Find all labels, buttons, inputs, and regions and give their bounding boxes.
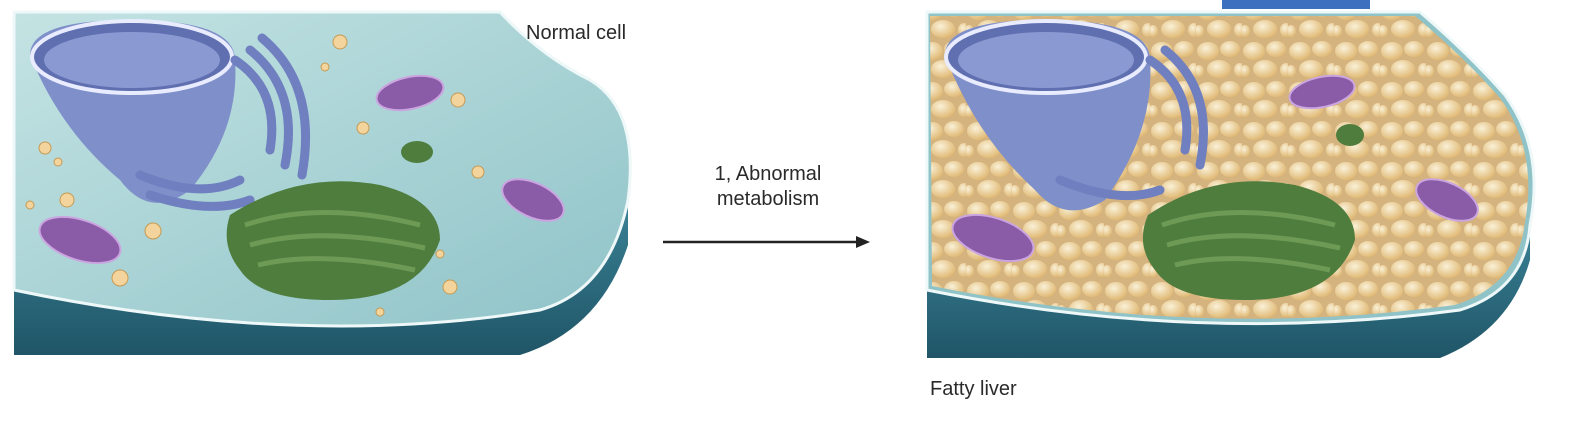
process-label-line1: 1, Abnormal	[714, 163, 822, 185]
normal-cell-illustration	[12, 10, 632, 355]
fatty-golgi	[1142, 124, 1364, 300]
normal-mitochondria	[38, 74, 565, 265]
normal-cell-label: Normal cell	[526, 22, 627, 44]
normal-golgi	[226, 141, 440, 300]
fatty-liver-label: Fatty liver	[930, 378, 1017, 400]
fatty-cell-floor	[927, 225, 1530, 358]
normal-nucleus	[30, 19, 236, 203]
process-label: 1, Abnormal metabolism	[668, 162, 868, 212]
corner-highlight-box	[1222, 0, 1370, 9]
right-arrow-icon	[663, 236, 870, 248]
fatty-nucleus	[944, 19, 1151, 211]
fatty-cell-illustration	[925, 10, 1536, 358]
process-label-line2: metabolism	[716, 188, 820, 210]
normal-vesicles	[25, 34, 485, 317]
fatty-mitochondria	[951, 74, 1479, 263]
fatty-er	[1055, 45, 1208, 201]
normal-er	[135, 33, 311, 211]
